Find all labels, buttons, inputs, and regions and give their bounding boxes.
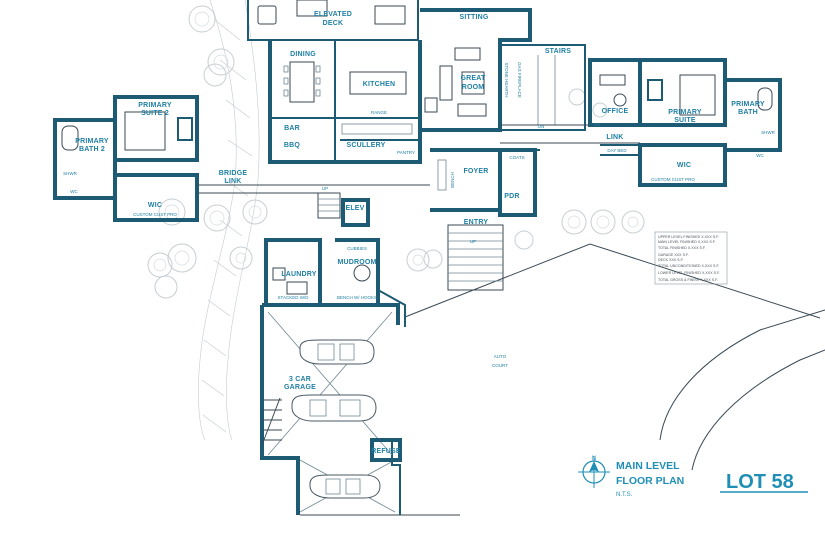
area-table: UPPER LEVEL FINISHED X,XXX S.F. MAIN LEV… (654, 231, 728, 285)
garage-label-1: 3 CAR (289, 376, 311, 383)
elev-label: ELEV (345, 205, 364, 212)
furniture (61, 0, 773, 295)
laundry-label: LAUNDRY (281, 271, 316, 278)
primary-bath-2-label-1: PRIMARY (75, 138, 109, 145)
area-row: GARAGE XXX S.F. (658, 253, 689, 257)
shwr-left-note: SHWR (63, 171, 77, 176)
shwr-right-note: SHWR (761, 130, 775, 135)
office-label: OFFICE (602, 108, 629, 115)
notes: CUSTOM CUST PRO CUSTOM CUST PRO DAY BED … (63, 62, 775, 300)
garage-label-2: GARAGE (284, 384, 316, 391)
north-marker-label: N (592, 456, 596, 462)
wic-left-label: WIC (148, 202, 162, 209)
primary-suite-2-label-2: SUITE 2 (141, 110, 169, 117)
day-bed-note: DAY BED (607, 148, 627, 153)
tree-cluster-left (147, 198, 268, 299)
landscape (147, 0, 825, 516)
area-row: MAIN LEVEL FINISHED X,XXX S.F. (658, 240, 716, 244)
great-room-label-1: GREAT (461, 75, 487, 82)
primary-bath-2-label-2: BATH 2 (79, 146, 105, 153)
scullery-label: SCULLERY (346, 142, 385, 149)
title-scale: N.T.S. (616, 492, 633, 498)
wc-left-note: WC (70, 189, 78, 194)
on-note-2: ON (594, 122, 601, 127)
refuse-label: REFUSE (371, 448, 401, 455)
stacked-wd-note: STACKED W/D (278, 295, 310, 300)
primary-suite-2-label-1: PRIMARY (138, 102, 172, 109)
sitting-label: SITTING (459, 14, 488, 21)
custom-cust-pro-left: CUSTOM CUST PRO (133, 212, 177, 217)
car-2 (291, 394, 377, 422)
up-note-2: UP (470, 239, 476, 244)
tree-cluster-entry (406, 209, 645, 272)
stone-hearth-note: STONE HEARTH (504, 62, 509, 97)
area-row: UPPER LEVEL FINISHED X,XXX S.F. (658, 235, 719, 239)
auto-court-label-1: AUTO (494, 354, 507, 359)
up-note-1: UP (322, 186, 328, 191)
bridge-link-label-1: BRIDGE (219, 170, 248, 177)
title-line-1: MAIN LEVEL (616, 460, 680, 472)
car-3 (309, 474, 381, 499)
area-row: DECK XXX S.F. (658, 258, 684, 262)
pantry-note: PANTRY (397, 150, 415, 155)
building-walls (53, 0, 782, 515)
great-room-label-2: ROOM (462, 84, 485, 91)
area-row: LOWER LEVEL FINISHED X,XXX S.F. (658, 271, 720, 275)
cars (291, 339, 381, 499)
lot-number: LOT 58 (726, 471, 794, 493)
pdr-label: PDR (504, 193, 519, 200)
area-row: TOTAL GROSS & FINISH X,XXX S.F. (658, 278, 718, 282)
stairs-label: STAIRS (545, 48, 571, 55)
primary-suite-label-2: SUITE (674, 117, 696, 124)
title-line-2: FLOOR PLAN (616, 475, 684, 487)
primary-bath-label-2: BATH (738, 109, 758, 116)
tree-cluster-top-left (188, 5, 235, 87)
mudroom-label: MUDROOM (337, 259, 376, 266)
coats-label: COATS (509, 155, 524, 160)
area-row: TOTAL FINISHED X,XXX S.F. (658, 246, 706, 250)
wc-right-note: WC (756, 153, 764, 158)
elevated-deck-label-2: DECK (323, 20, 344, 27)
gas-fireplace-note: GAS FIREPLACE (517, 62, 522, 98)
area-row: TOTAL UNCONDITIONED X,XXX S.F. (658, 264, 719, 268)
on-note: ON (538, 124, 545, 129)
dining-label: DINING (290, 51, 316, 58)
bridge-link-label-2: LINK (224, 178, 241, 185)
car-1 (299, 339, 375, 365)
bar-label: BAR (284, 125, 300, 132)
primary-bath-label-1: PRIMARY (731, 101, 765, 108)
auto-court-label-2: COURT (492, 363, 508, 368)
elevated-deck-label-1: ELEVATED (314, 11, 352, 18)
foyer-label: FOYER (463, 168, 488, 175)
room-labels: ELEVATED DECK SITTING STAIRS DINING KITC… (75, 11, 765, 455)
primary-suite-label-1: PRIMARY (668, 109, 702, 116)
title-block: N MAIN LEVEL FLOOR PLAN N.T.S. LOT 58 (578, 456, 808, 498)
bench-hooks-note: BENCH W/ HOOKS (337, 295, 377, 300)
cubbies-note: CUBBIES (347, 246, 367, 251)
entry-label: ENTRY (464, 219, 489, 226)
kitchen-label: KITCHEN (363, 81, 396, 88)
custom-cust-pro-right: CUSTOM CUST PRO (651, 177, 695, 182)
bbq-label: BBQ (284, 142, 301, 149)
wic-right-label: WIC (677, 162, 691, 169)
north-arrow-icon: N (578, 456, 610, 488)
range-note: RANGE (371, 110, 387, 115)
link-label: LINK (606, 134, 623, 141)
bench-note: BENCH (450, 172, 455, 188)
